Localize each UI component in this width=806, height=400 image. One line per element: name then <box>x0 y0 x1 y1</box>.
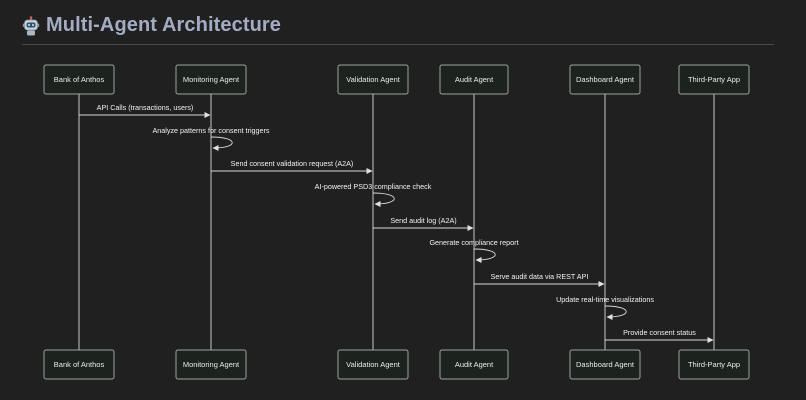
participant-label-top-validation: Validation Agent <box>346 75 401 84</box>
participant-box-bottom-monitoring <box>175 349 247 380</box>
participant-label-top-monitoring: Monitoring Agent <box>183 75 240 84</box>
participant-box-top-validation <box>337 64 409 95</box>
self-message-arrow <box>372 192 395 207</box>
participant-box-top-monitoring <box>175 64 247 95</box>
participant-box-bottom-validation <box>337 349 409 380</box>
message-label: API Calls (transactions, users) <box>97 103 194 112</box>
participant-box-bottom-thirdparty <box>678 349 750 380</box>
participant-label-top-bank: Bank of Anthos <box>54 75 105 84</box>
participant-box-bottom-bank <box>43 349 115 380</box>
participant-label-bottom-thirdparty: Third-Party App <box>688 360 740 369</box>
message-label: Generate compliance report <box>429 238 518 247</box>
message-label: Analyze patterns for consent triggers <box>152 126 269 135</box>
message-label: Send audit log (A2A) <box>390 216 456 225</box>
participant-box-top-audit <box>439 64 509 95</box>
message-label: Provide consent status <box>623 328 696 337</box>
participant-label-top-dashboard: Dashboard Agent <box>576 75 635 84</box>
self-message-arrow <box>473 248 496 263</box>
robot-icon <box>22 15 40 35</box>
participant-label-bottom-monitoring: Monitoring Agent <box>183 360 240 369</box>
participant-label-bottom-audit: Audit Agent <box>455 360 494 369</box>
message-label: Update real-time visualizations <box>556 295 654 304</box>
participant-label-bottom-dashboard: Dashboard Agent <box>576 360 635 369</box>
page-header: Multi-Agent Architecture <box>22 14 281 37</box>
message-label: AI-powered PSD3 compliance check <box>315 182 432 191</box>
participant-box-top-thirdparty <box>678 64 750 95</box>
self-message-arrow <box>604 305 627 320</box>
self-message-arrow <box>210 136 233 151</box>
participant-box-top-bank <box>43 64 115 95</box>
message-label: Serve audit data via REST API <box>491 272 589 281</box>
header-divider <box>22 44 774 45</box>
participant-label-top-audit: Audit Agent <box>455 75 494 84</box>
page-title: Multi-Agent Architecture <box>46 14 281 36</box>
participant-label-top-thirdparty: Third-Party App <box>688 75 740 84</box>
participant-label-bottom-bank: Bank of Anthos <box>54 360 105 369</box>
message-label: Send consent validation request (A2A) <box>231 159 354 168</box>
participant-box-bottom-audit <box>439 349 509 380</box>
participant-label-bottom-validation: Validation Agent <box>346 360 401 369</box>
participant-box-bottom-dashboard <box>569 349 641 380</box>
participant-box-top-dashboard <box>569 64 641 95</box>
